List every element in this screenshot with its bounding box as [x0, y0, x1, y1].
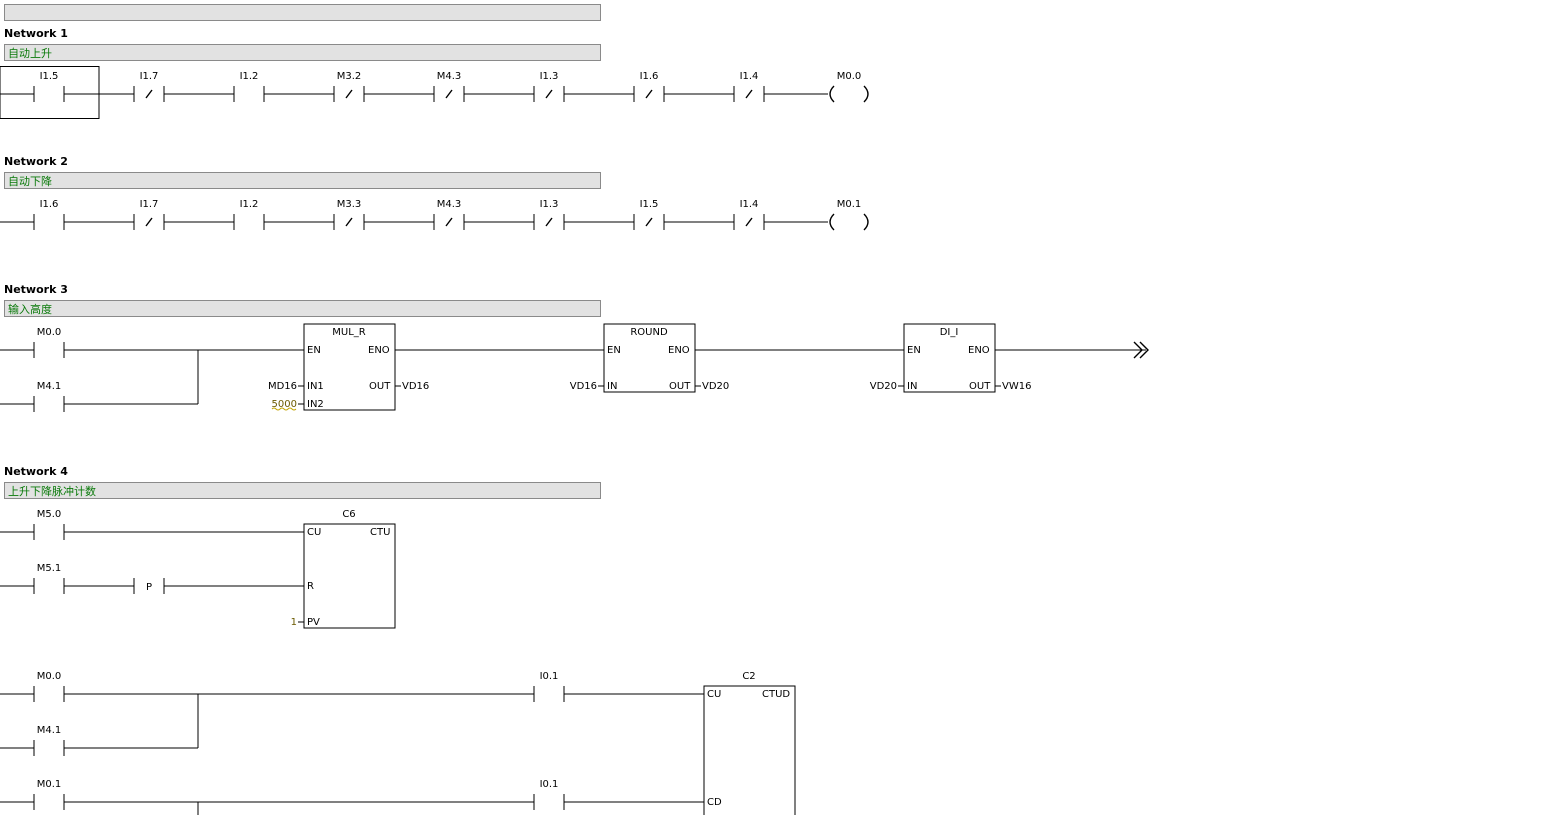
network-2-comment: 自动下降: [8, 174, 52, 188]
contact-label[interactable]: I1.3: [540, 71, 559, 82]
coil-label[interactable]: M0.1: [837, 199, 862, 210]
counter-c2-name[interactable]: C2: [742, 671, 755, 682]
counter-c2-cd: CD: [707, 797, 722, 808]
contact-label[interactable]: I0.1: [540, 671, 559, 682]
counter-c6-pv: PV: [307, 617, 320, 628]
round-name: ROUND: [630, 327, 668, 338]
contact-label[interactable]: M4.1: [37, 381, 62, 392]
contact-label[interactable]: M3.2: [337, 71, 362, 82]
counter-c2-type: CTUD: [762, 689, 790, 700]
mul-r-in1-operand[interactable]: MD16: [268, 381, 297, 392]
mul-r-out-operand[interactable]: VD16: [402, 381, 429, 392]
contact-label[interactable]: I0.1: [540, 779, 559, 790]
network-5-rung: [0, 685, 796, 815]
network-2-comment-bar[interactable]: [4, 172, 601, 189]
contact-label[interactable]: M5.0: [37, 509, 62, 520]
di-i-en: EN: [907, 345, 921, 356]
round-in-operand[interactable]: VD16: [570, 381, 597, 392]
contact-label[interactable]: I1.4: [740, 199, 759, 210]
contact-label[interactable]: I1.2: [240, 199, 259, 210]
network-1-title: Network 1: [4, 27, 68, 40]
contact-label[interactable]: I1.6: [640, 71, 659, 82]
counter-c6-name[interactable]: C6: [342, 509, 355, 520]
mul-r-eno: ENO: [368, 345, 390, 356]
mul-r-in2: IN2: [307, 399, 324, 410]
network-3-comment-bar[interactable]: [4, 300, 601, 317]
network-1-rung: [0, 85, 869, 103]
contact-label[interactable]: I1.3: [540, 199, 559, 210]
mul-r-out: OUT: [369, 381, 391, 392]
contact-label[interactable]: I1.7: [140, 199, 159, 210]
contact-label[interactable]: M0.1: [37, 779, 62, 790]
network-1-comment-bar[interactable]: [4, 44, 601, 61]
network-2-rung: [0, 213, 869, 231]
di-i-in-operand[interactable]: VD20: [870, 381, 897, 392]
contact-label[interactable]: M0.0: [37, 671, 62, 682]
network-4-title: Network 4: [4, 465, 68, 478]
program-comment-bar[interactable]: [4, 4, 601, 21]
round-out: OUT: [669, 381, 691, 392]
coil-label[interactable]: M0.0: [837, 71, 862, 82]
network-4-comment-bar[interactable]: [4, 482, 601, 499]
counter-c6-pv-operand[interactable]: 1: [291, 617, 297, 628]
positive-edge-label: P: [146, 582, 152, 593]
contact-label[interactable]: I1.5: [40, 71, 59, 82]
counter-c6-box[interactable]: [303, 523, 396, 629]
di-i-out: OUT: [969, 381, 991, 392]
mul-r-name: MUL_R: [332, 327, 366, 338]
contact-label[interactable]: I1.7: [140, 71, 159, 82]
counter-c6-cu: CU: [307, 527, 321, 538]
mul-r-in1: IN1: [307, 381, 324, 392]
contact-label[interactable]: M4.1: [37, 725, 62, 736]
contact-label[interactable]: M0.0: [37, 327, 62, 338]
di-i-out-operand[interactable]: VW16: [1002, 381, 1031, 392]
selection-cursor[interactable]: [0, 66, 100, 119]
mul-r-in2-operand[interactable]: 5000: [272, 399, 297, 410]
counter-c6-r: R: [307, 581, 314, 592]
contact-label[interactable]: I1.4: [740, 71, 759, 82]
di-i-in: IN: [907, 381, 917, 392]
round-en: EN: [607, 345, 621, 356]
network-1-comment: 自动上升: [8, 47, 52, 60]
di-i-name: DI_I: [940, 327, 959, 338]
counter-c2-box[interactable]: [703, 685, 796, 815]
network-4-rung: [0, 523, 396, 629]
di-i-eno: ENO: [968, 345, 990, 356]
continue-arrow-icon: [1133, 341, 1149, 359]
network-3-rung: [0, 323, 1149, 412]
network-2-title: Network 2: [4, 155, 68, 168]
contact-label[interactable]: M4.3: [437, 71, 462, 82]
di-i-box[interactable]: [903, 323, 996, 393]
contact-label[interactable]: M3.3: [337, 199, 362, 210]
mul-r-en: EN: [307, 345, 321, 356]
mul-r-box[interactable]: [303, 323, 396, 411]
round-in: IN: [607, 381, 617, 392]
contact-label[interactable]: M4.3: [437, 199, 462, 210]
round-eno: ENO: [668, 345, 690, 356]
network-3-title: Network 3: [4, 283, 68, 296]
warning-underline: [271, 407, 297, 411]
network-4-comment: 上升下降脉冲计数: [8, 484, 96, 498]
contact-label[interactable]: I1.2: [240, 71, 259, 82]
network-3-comment: 输入高度: [8, 302, 52, 316]
contact-label[interactable]: M5.1: [37, 563, 62, 574]
contact-label[interactable]: I1.5: [640, 199, 659, 210]
round-box[interactable]: [603, 323, 696, 393]
round-out-operand[interactable]: VD20: [702, 381, 729, 392]
counter-c2-cu: CU: [707, 689, 721, 700]
contact-label[interactable]: I1.6: [40, 199, 59, 210]
counter-c6-type: CTU: [370, 527, 390, 538]
